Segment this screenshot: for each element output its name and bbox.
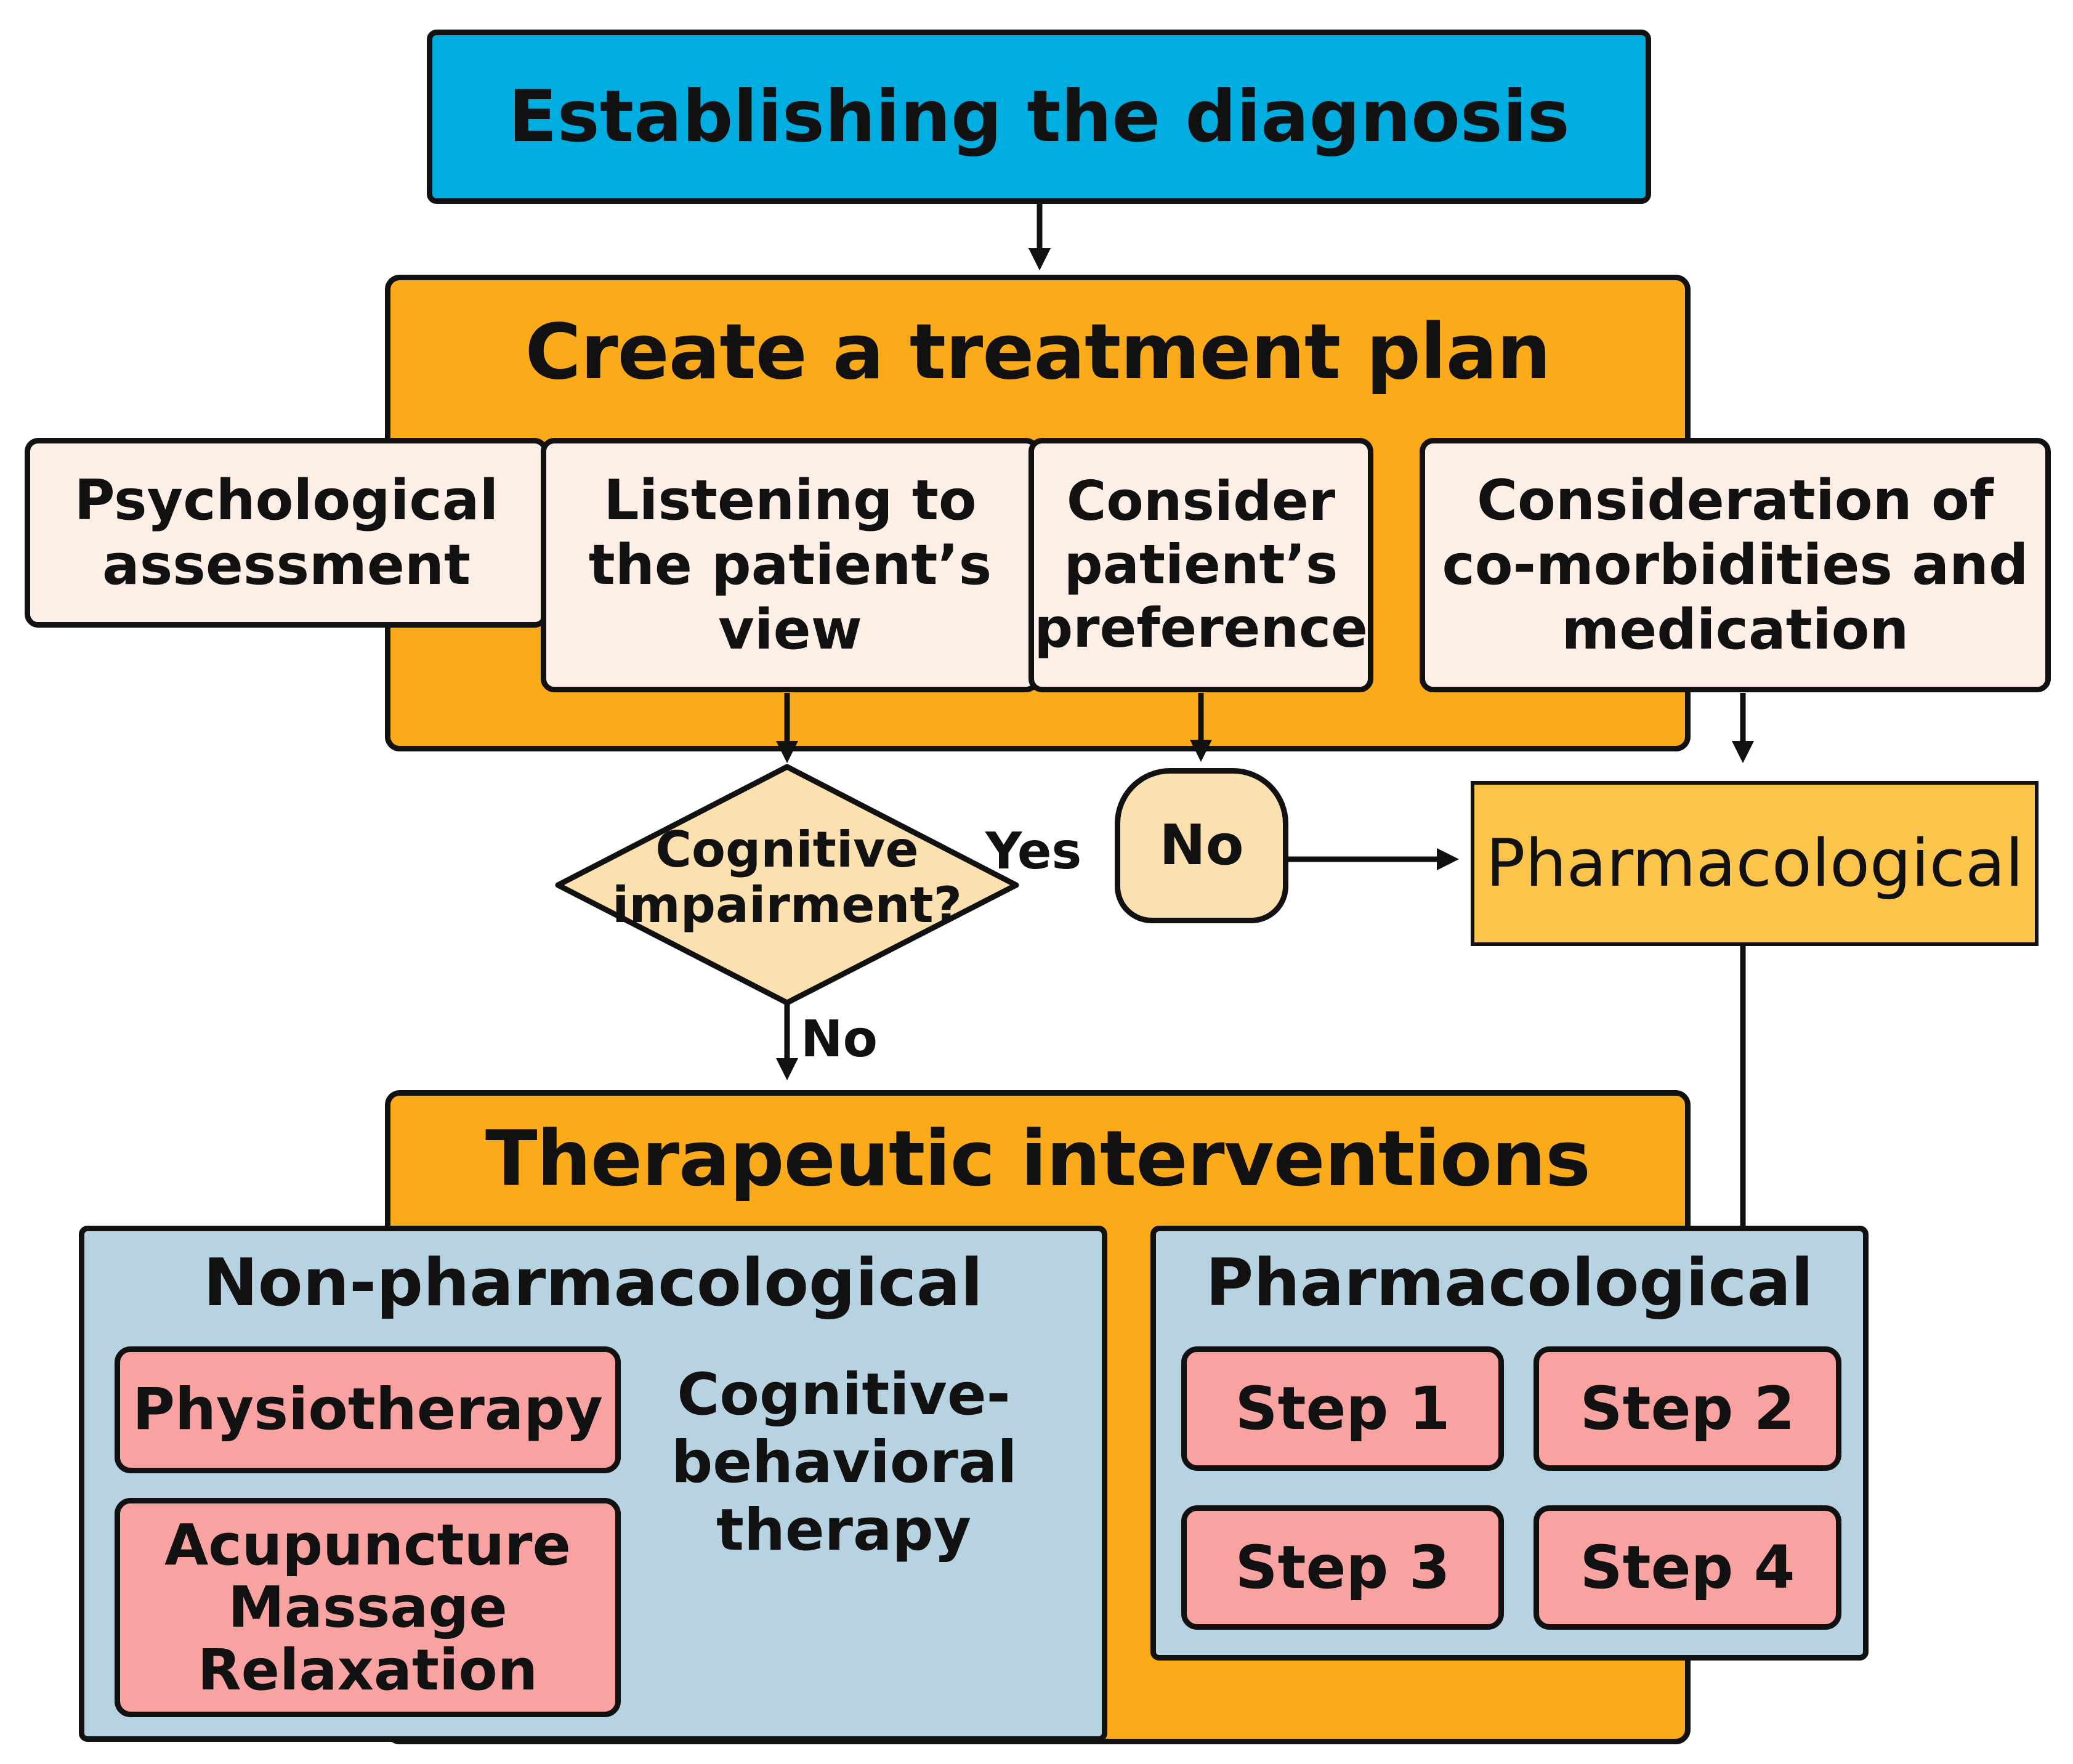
- pharmacological-step-1: Step 1: [1181, 1346, 1504, 1471]
- step-label: Step 1: [1235, 1374, 1450, 1443]
- diagnosis-title: Establishing the diagnosis: [508, 75, 1570, 158]
- diagnosis-box: Establishing the diagnosis: [427, 30, 1651, 204]
- intervention-physiotherapy: Physiotherapy: [115, 1346, 621, 1473]
- decision-yes-label: Yes: [985, 822, 1082, 881]
- treatment-plan-title: Create a treatment plan: [525, 308, 1551, 397]
- no-node: No: [1115, 768, 1288, 923]
- pharmacological-step-4: Step 4: [1534, 1505, 1841, 1630]
- pharmacological-option-box: Pharmacological: [1471, 781, 2039, 946]
- decision-question: Cognitive impairment?: [612, 821, 963, 934]
- criterion-label: Listening to the patient’s view: [588, 467, 992, 663]
- intervention-acupuncture-massage-relaxation: Acupuncture Massage Relaxation: [115, 1498, 621, 1717]
- therapeutic-interventions-title: Therapeutic interventions: [485, 1115, 1591, 1204]
- criterion-comorbidities-medication: Consideration of co-morbidities and medi…: [1420, 438, 2051, 692]
- intervention-label: Physiotherapy: [132, 1376, 603, 1444]
- decision-no-label: No: [801, 1010, 878, 1069]
- no-node-label: No: [1159, 813, 1244, 878]
- intervention-cognitive-behavioral-therapy: Cognitive- behavioral therapy: [671, 1361, 1017, 1564]
- pharmacological-step-3: Step 3: [1181, 1505, 1504, 1630]
- step-label: Step 4: [1580, 1532, 1795, 1602]
- criterion-label: Consider patient’s preference: [1034, 469, 1368, 660]
- step-label: Step 2: [1580, 1374, 1795, 1443]
- criterion-label: Consideration of co-morbidities and medi…: [1442, 467, 2029, 663]
- pharmacological-option-label: Pharmacological: [1485, 825, 2024, 901]
- decision-diamond: [555, 764, 1019, 1006]
- intervention-label: Acupuncture Massage Relaxation: [164, 1512, 571, 1703]
- step-label: Step 3: [1235, 1532, 1450, 1602]
- pharmacological-step-2: Step 2: [1534, 1346, 1841, 1471]
- criterion-listening-patient-view: Listening to the patient’s view: [541, 438, 1040, 692]
- criterion-patient-preference: Consider patient’s preference: [1028, 438, 1373, 692]
- criterion-label: Psychological assessment: [74, 467, 499, 597]
- pharmacological-title: Pharmacological: [1205, 1245, 1814, 1321]
- criterion-psychological-assessment: Psychological assessment: [25, 438, 548, 628]
- non-pharmacological-title: Non-pharmacological: [203, 1245, 983, 1321]
